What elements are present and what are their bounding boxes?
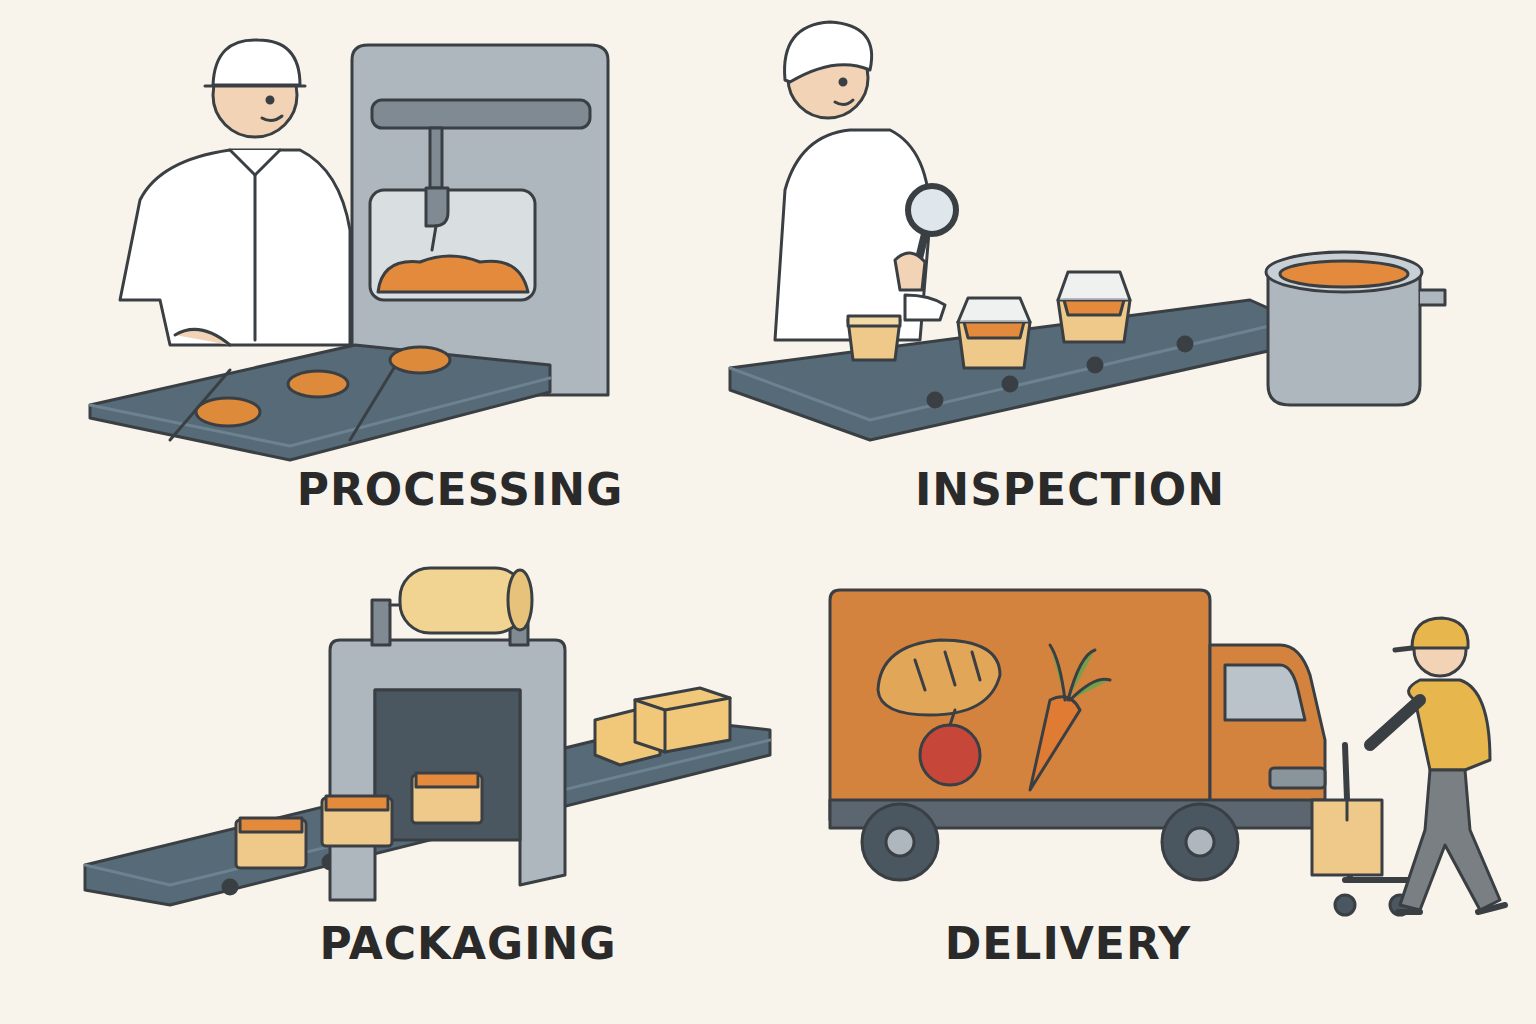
- processing-scene: [90, 40, 608, 460]
- packaging-scene: [85, 568, 770, 905]
- stage-label: DELIVERY: [945, 920, 1191, 968]
- stage-label: PACKAGING: [319, 920, 616, 968]
- stage-label: INSPECTION: [915, 466, 1225, 514]
- delivery-scene: [830, 590, 1505, 915]
- stage-label: PROCESSING: [297, 466, 624, 514]
- inspection-scene: [730, 22, 1445, 440]
